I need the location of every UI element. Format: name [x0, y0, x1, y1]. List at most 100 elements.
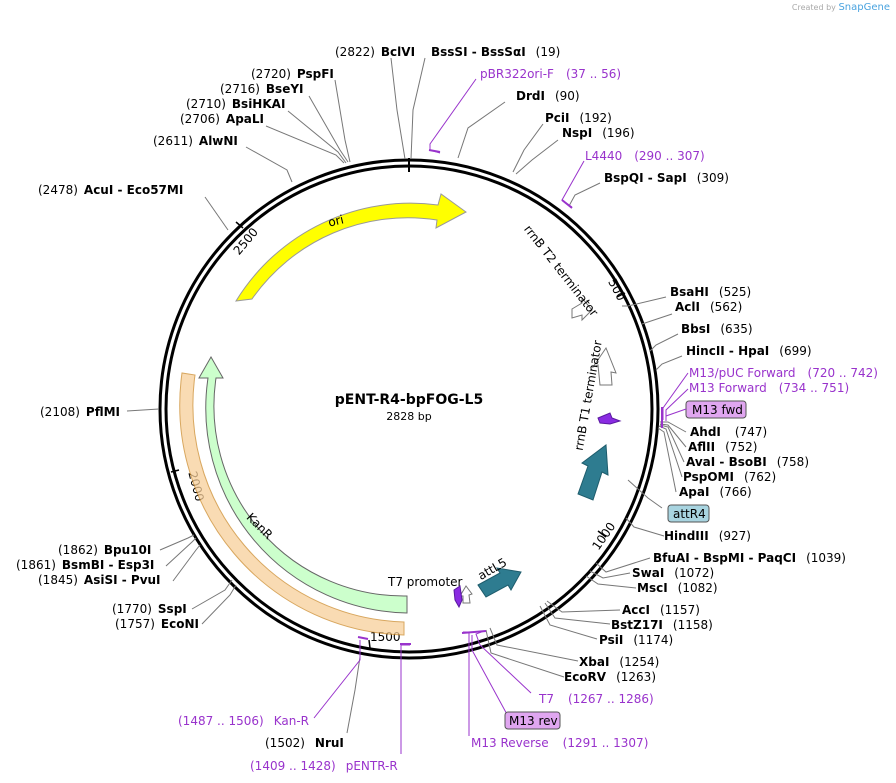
- site-bsihkai[interactable]: (2710)BsiHKAI: [186, 97, 285, 111]
- m13-fwd-primer-arrow[interactable]: [597, 412, 622, 425]
- hindiii-leader: [625, 517, 665, 537]
- site-bseyi[interactable]: (2716)BseYI: [220, 82, 304, 96]
- m13-fwd-box-label: M13 fwd: [692, 403, 743, 417]
- site-bbsi[interactable]: BbsI(635): [681, 322, 753, 336]
- m13-rev-leader: [471, 635, 510, 719]
- site-swai[interactable]: SwaI(1072): [632, 566, 714, 580]
- site-bstz17i[interactable]: BstZ17I(1158): [611, 618, 713, 632]
- site-asisi[interactable]: (1845)AsiSI - PvuI: [38, 573, 161, 587]
- m13-reverse-leader: [463, 631, 470, 736]
- primer-m13-forward[interactable]: M13 Forward(734 .. 751): [689, 381, 849, 395]
- rrnb-t2-terminator-feature[interactable]: [571, 296, 593, 322]
- site-drdi[interactable]: DrdI(90): [516, 89, 580, 103]
- kan-r-leader: [313, 640, 361, 719]
- nrui-leader: [346, 656, 361, 734]
- msci-leader: [585, 575, 637, 589]
- site-bsahi[interactable]: BsaHI(525): [670, 285, 751, 299]
- m13-fwd-box-leader: [665, 408, 687, 417]
- site-pflmi[interactable]: (2108)PflMI: [40, 405, 120, 419]
- site-bsmbi[interactable]: (1861)BsmBI - Esp3I: [16, 558, 154, 572]
- acci-leader: [546, 600, 621, 613]
- primer-pbr322ori-f[interactable]: pBR322ori-F(37 .. 56): [480, 67, 621, 81]
- bfuai-leader: [595, 557, 651, 573]
- primer-t7[interactable]: T7(1267 .. 1286): [538, 692, 654, 706]
- site-apali[interactable]: (2706)ApaLI: [180, 112, 264, 126]
- m13-rev-primer-arrow[interactable]: [453, 585, 463, 609]
- bbsi-leader: [649, 333, 679, 352]
- tick-500: [616, 292, 626, 298]
- site-apai[interactable]: ApaI(766): [679, 485, 752, 499]
- site-bsssi[interactable]: BssSI - BssSαI(19): [431, 45, 560, 59]
- site-econi[interactable]: (1757)EcoNI: [115, 617, 199, 631]
- snapgene-watermark: Created by SnapGene: [791, 2, 890, 13]
- site-psii[interactable]: PsiI(1174): [599, 633, 673, 647]
- site-sspi[interactable]: (1770)SspI: [112, 602, 187, 616]
- attr4-feature[interactable]: [577, 444, 609, 501]
- site-nrui[interactable]: (1502)NruI: [265, 736, 344, 750]
- m13-forward-leader: [665, 388, 689, 421]
- site-pspomi[interactable]: PspOMI(762): [683, 470, 776, 484]
- bsihkai-leader: [287, 110, 347, 164]
- l4440-tick: [561, 199, 573, 209]
- rrnb-t1-terminator-feature[interactable]: [591, 346, 617, 386]
- psii-leader: [539, 605, 598, 640]
- m13-rev-box[interactable]: [504, 711, 561, 730]
- tick-2000: [170, 469, 180, 473]
- m13-rev-tick: [461, 630, 487, 634]
- site-msci[interactable]: MscI(1082): [637, 581, 718, 595]
- site-bpu10i[interactable]: (1862)Bpu10I: [58, 543, 151, 557]
- acli-leader: [641, 313, 673, 325]
- bstz17i-leader: [544, 602, 611, 625]
- bsssi-leader: [410, 57, 426, 160]
- sspi-leader: [191, 579, 233, 610]
- m13-rev-box-label: M13 rev: [509, 714, 558, 728]
- attr4-box-label: attR4: [673, 507, 706, 521]
- site-leader-lines: [126, 57, 687, 734]
- tick-2500: [235, 221, 244, 229]
- site-nspi[interactable]: NspI(196): [562, 126, 635, 140]
- xbai-leader: [489, 627, 579, 662]
- hincii-leader: [655, 355, 683, 371]
- site-bfuai[interactable]: BfuAI - BspMI - PaqCI(1039): [653, 551, 846, 565]
- site-pspfi[interactable]: (2720)PspFI: [251, 67, 334, 81]
- aflii-leader: [659, 423, 687, 448]
- site-ecorv[interactable]: EcoRV(1263): [564, 670, 656, 684]
- site-acci[interactable]: AccI(1157): [622, 603, 700, 617]
- site-hindiii[interactable]: HindIII(927): [664, 529, 751, 543]
- t7-promoter-label: T7 promoter: [387, 575, 463, 589]
- apai-leader: [657, 427, 677, 493]
- site-labels: (2822)BclVI BssSI - BssSαI(19) (2720)Psp…: [16, 45, 846, 750]
- ecorv-leader: [485, 629, 565, 678]
- primer-m13-reverse[interactable]: M13 Reverse(1291 .. 1307): [471, 736, 648, 750]
- site-hincii[interactable]: HincII - HpaI(699): [686, 344, 812, 358]
- primer-l4440[interactable]: L4440(290 .. 307): [585, 149, 705, 163]
- site-avai[interactable]: AvaI - BsoBI(758): [686, 455, 809, 469]
- ori-feature[interactable]: [235, 193, 467, 302]
- site-acui[interactable]: (2478)AcuI - Eco57MI: [38, 183, 183, 197]
- kan-r-tick: [357, 636, 369, 640]
- site-alwni[interactable]: (2611)AlwNI: [153, 134, 238, 148]
- site-ahdi[interactable]: AhdI(747): [690, 425, 767, 439]
- site-xbai[interactable]: XbaI(1254): [579, 655, 659, 669]
- pcii-leader: [512, 123, 544, 173]
- site-aflii[interactable]: AflII(752): [688, 440, 757, 454]
- site-pcii[interactable]: PciI(192): [545, 111, 612, 125]
- t7-promoter-feature[interactable]: [459, 585, 473, 604]
- site-bclvi[interactable]: (2822)BclVI: [335, 45, 415, 59]
- site-bspqi[interactable]: BspQI - SapI(309): [604, 171, 729, 185]
- bpu10i-leader: [159, 534, 195, 551]
- plasmid-length: 2828 bp: [386, 410, 431, 423]
- primer-pentr-r[interactable]: (1409 .. 1428)pENTR-R: [250, 759, 398, 773]
- primer-kan-r[interactable]: (1487 .. 1506)Kan-R: [178, 714, 309, 728]
- kanr-feature[interactable]: [198, 355, 408, 614]
- attl5-feature[interactable]: [477, 567, 522, 598]
- site-acli[interactable]: AclI(562): [675, 300, 742, 314]
- boxed-labels: M13 fwd attR4 M13 rev: [504, 400, 747, 730]
- apali-leader: [265, 125, 345, 164]
- rrnb-t1-terminator-label: rrnB T1 terminator: [572, 339, 605, 451]
- bclvi-leader: [390, 57, 406, 160]
- attr4-box[interactable]: [667, 504, 710, 523]
- primer-m13-puc-forward[interactable]: M13/pUC Forward(720 .. 742): [689, 366, 878, 380]
- drdi-leader: [457, 101, 506, 159]
